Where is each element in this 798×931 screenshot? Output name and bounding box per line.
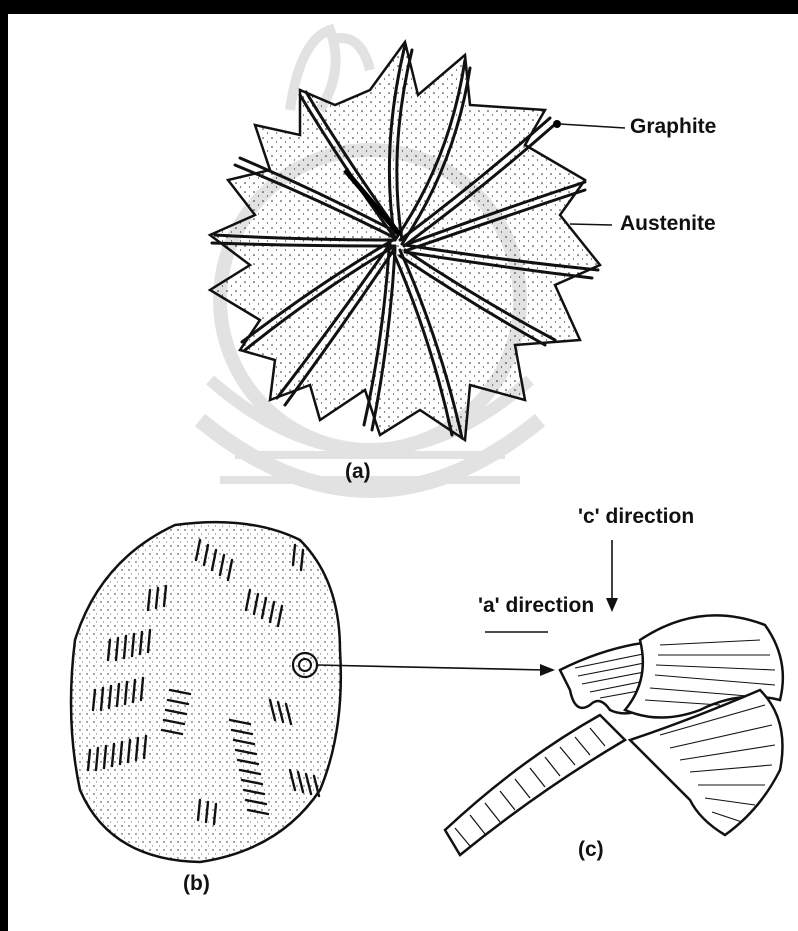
a-direction-label: 'a' direction bbox=[478, 594, 594, 618]
panel-c-label: (c) bbox=[578, 838, 604, 862]
c-direction-arrow bbox=[606, 540, 618, 612]
top-border bbox=[0, 0, 798, 14]
panel-b-nodule bbox=[71, 522, 341, 862]
c-direction-label: 'c' direction bbox=[578, 505, 694, 529]
panel-a-rosette bbox=[210, 42, 600, 440]
graphite-leader bbox=[560, 124, 625, 128]
panel-b-label: (b) bbox=[183, 872, 210, 896]
panel-c-branch bbox=[445, 615, 783, 855]
branch-stem bbox=[445, 715, 625, 855]
graphite-label: Graphite bbox=[630, 115, 716, 139]
panel-a-label: (a) bbox=[345, 460, 371, 484]
connector-arrow bbox=[318, 664, 555, 676]
austenite-label: Austenite bbox=[620, 212, 716, 236]
austenite-leader bbox=[570, 224, 612, 225]
left-border bbox=[0, 0, 8, 931]
